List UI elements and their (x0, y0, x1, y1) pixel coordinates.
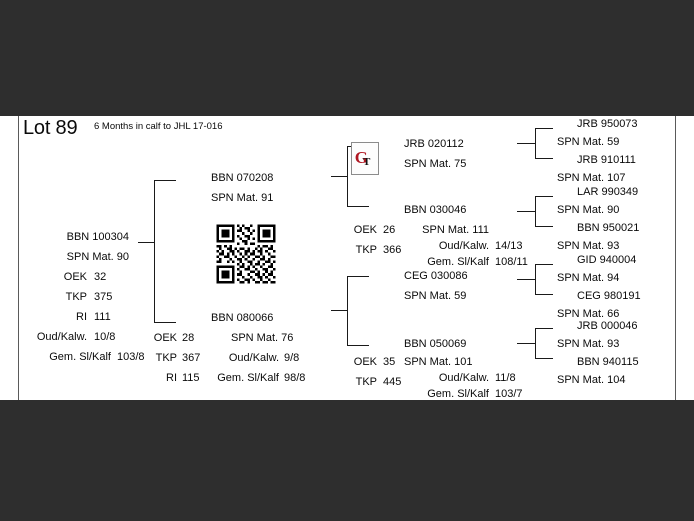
subject-gemslkalf-label: Gem. Sl/Kalf (49, 351, 111, 363)
gen4-3-spn-lower: SPN Mat. 66 (557, 308, 620, 320)
subject-spn: SPN Mat. 90 (66, 251, 129, 263)
gen3-4-oudkalw-value: 11/8 (495, 372, 516, 384)
subject-ri-label: RI (76, 311, 87, 323)
gen4-2-spn-lower: SPN Mat. 93 (557, 240, 620, 252)
gen4-3-spn-upper: SPN Mat. 94 (557, 272, 620, 284)
qr-code[interactable] (211, 222, 281, 286)
connector-gen1-stem (138, 242, 155, 243)
gen3-4-gemslkalf-label: Gem. Sl/Kalf (427, 388, 489, 400)
gen4-4-spn-lower: SPN Mat. 104 (557, 374, 626, 386)
pedigree-document: Lot 89 6 Months in calf to JHL 17-016 (18, 116, 676, 400)
gen4-4-spn-upper: SPN Mat. 93 (557, 338, 620, 350)
gt-breeder-logo: G T (351, 142, 379, 175)
gen4-1-spn-upper: SPN Mat. 59 (557, 136, 620, 148)
page-title: Lot 89 (23, 117, 78, 139)
gen4-3-bottom-id: CEG 980191 (577, 290, 641, 302)
gen4-1-top-id: JRB 950073 (577, 118, 638, 130)
gen3-3-id: CEG 030086 (404, 270, 468, 282)
connector-gen4-1-stem (517, 143, 536, 144)
breeding-note: 6 Months in calf to JHL 17-016 (94, 121, 223, 132)
connector-gen4-4-bottom (535, 358, 553, 359)
gen3-3-spn: SPN Mat. 59 (404, 290, 467, 302)
connector-gen4-1-top (535, 128, 553, 129)
subject-oek-label: OEK (63, 271, 87, 283)
gen4-1-bottom-id: JRB 910111 (577, 154, 636, 166)
subject-oudkalw-label: Oud/Kalw. (36, 331, 87, 343)
gen4-2-bottom-id: BBN 950021 (577, 222, 640, 234)
dam-gemslkalf-label: Gem. Sl/Kalf (217, 372, 279, 384)
gen3-2-tkp-value: 366 (383, 244, 402, 256)
subject-tkp-value: 375 (94, 291, 113, 303)
dam-spn: SPN Mat. 76 (231, 332, 294, 344)
subject-ri-value: 111 (94, 311, 111, 323)
gen3-4-id: BBN 050069 (404, 338, 467, 350)
gen3-4-spn: SPN Mat. 101 (404, 356, 473, 368)
dam-id: BBN 080066 (211, 312, 274, 324)
gen3-4-oek-value: 35 (383, 356, 396, 368)
gen3-2-id: BBN 030046 (404, 204, 467, 216)
gen3-4-oek-label: OEK (353, 356, 377, 368)
sire-id: BBN 070208 (211, 172, 274, 184)
dam-oek-label: OEK (153, 332, 177, 344)
gen3-2-gemslkalf-value: 108/11 (495, 256, 528, 268)
gen3-2-oudkalw-label: Oud/Kalw. (438, 240, 489, 252)
connector-gen4-2-bottom (535, 226, 553, 227)
gen3-4-oudkalw-label: Oud/Kalw. (438, 372, 489, 384)
subject-oek-value: 32 (94, 271, 107, 283)
gen4-2-top-id: LAR 990349 (577, 186, 639, 198)
connector-dam-bottom (347, 345, 369, 346)
gen3-4-tkp-value: 445 (383, 376, 402, 388)
connector-sire-bottom (347, 206, 369, 207)
gen3-2-oudkalw-value: 14/13 (495, 240, 523, 252)
gen3-4-tkp-label: TKP (355, 376, 377, 388)
connector-gen4-2-stem (517, 211, 536, 212)
letterbox-top (0, 0, 694, 116)
letterbox-bottom (0, 400, 694, 521)
gen3-1-id: JRB 020112 (404, 138, 464, 150)
gen3-2-spn: SPN Mat. 111 (422, 224, 489, 236)
dam-oudkalw-value: 9/8 (284, 352, 300, 364)
gen3-1-spn: SPN Mat. 75 (404, 158, 467, 170)
connector-gen4-3-top (535, 264, 553, 265)
gen4-4-bottom-id: BBN 940115 (577, 356, 639, 368)
gen4-4-top-id: JRB 000046 (577, 320, 638, 332)
connector-gen4-3-stem (517, 279, 536, 280)
connector-gen4-1-bottom (535, 158, 553, 159)
gen4-3-top-id: GID 940004 (577, 254, 637, 266)
subject-gemslkalf-value: 103/8 (117, 351, 145, 363)
connector-gen1-vertical (154, 180, 155, 323)
subject-oudkalw-value: 10/8 (94, 331, 116, 343)
connector-gen1-top (154, 180, 176, 181)
dam-oudkalw-label: Oud/Kalw. (228, 352, 279, 364)
gen3-4-gemslkalf-value: 103/7 (495, 388, 523, 400)
subject-tkp-label: TKP (65, 291, 87, 303)
gen4-2-spn-upper: SPN Mat. 90 (557, 204, 620, 216)
dam-ri-label: RI (166, 372, 177, 384)
connector-dam-stem (331, 310, 348, 311)
dam-tkp-value: 367 (182, 352, 201, 364)
connector-sire-stem (331, 176, 348, 177)
gen3-2-oek-value: 26 (383, 224, 396, 236)
dam-tkp-label: TKP (155, 352, 177, 364)
subject-id: BBN 100304 (66, 231, 129, 243)
gen3-2-oek-label: OEK (353, 224, 377, 236)
connector-gen1-bottom (154, 322, 176, 323)
logo-letter-g: G (354, 148, 368, 167)
dam-ri-value: 115 (182, 372, 200, 384)
gen4-1-spn-lower: SPN Mat. 107 (557, 172, 626, 184)
gen3-2-tkp-label: TKP (355, 244, 377, 256)
logo-letter-t: T (362, 156, 371, 168)
sire-spn: SPN Mat. 91 (211, 192, 274, 204)
connector-dam-top (347, 276, 369, 277)
gen3-2-gemslkalf-label: Gem. Sl/Kalf (427, 256, 489, 268)
dam-gemslkalf-value: 98/8 (284, 372, 306, 384)
connector-gen4-4-top (535, 328, 553, 329)
connector-gen4-2-top (535, 196, 553, 197)
connector-gen4-4-stem (517, 343, 536, 344)
dam-oek-value: 28 (182, 332, 195, 344)
connector-gen4-3-bottom (535, 294, 553, 295)
